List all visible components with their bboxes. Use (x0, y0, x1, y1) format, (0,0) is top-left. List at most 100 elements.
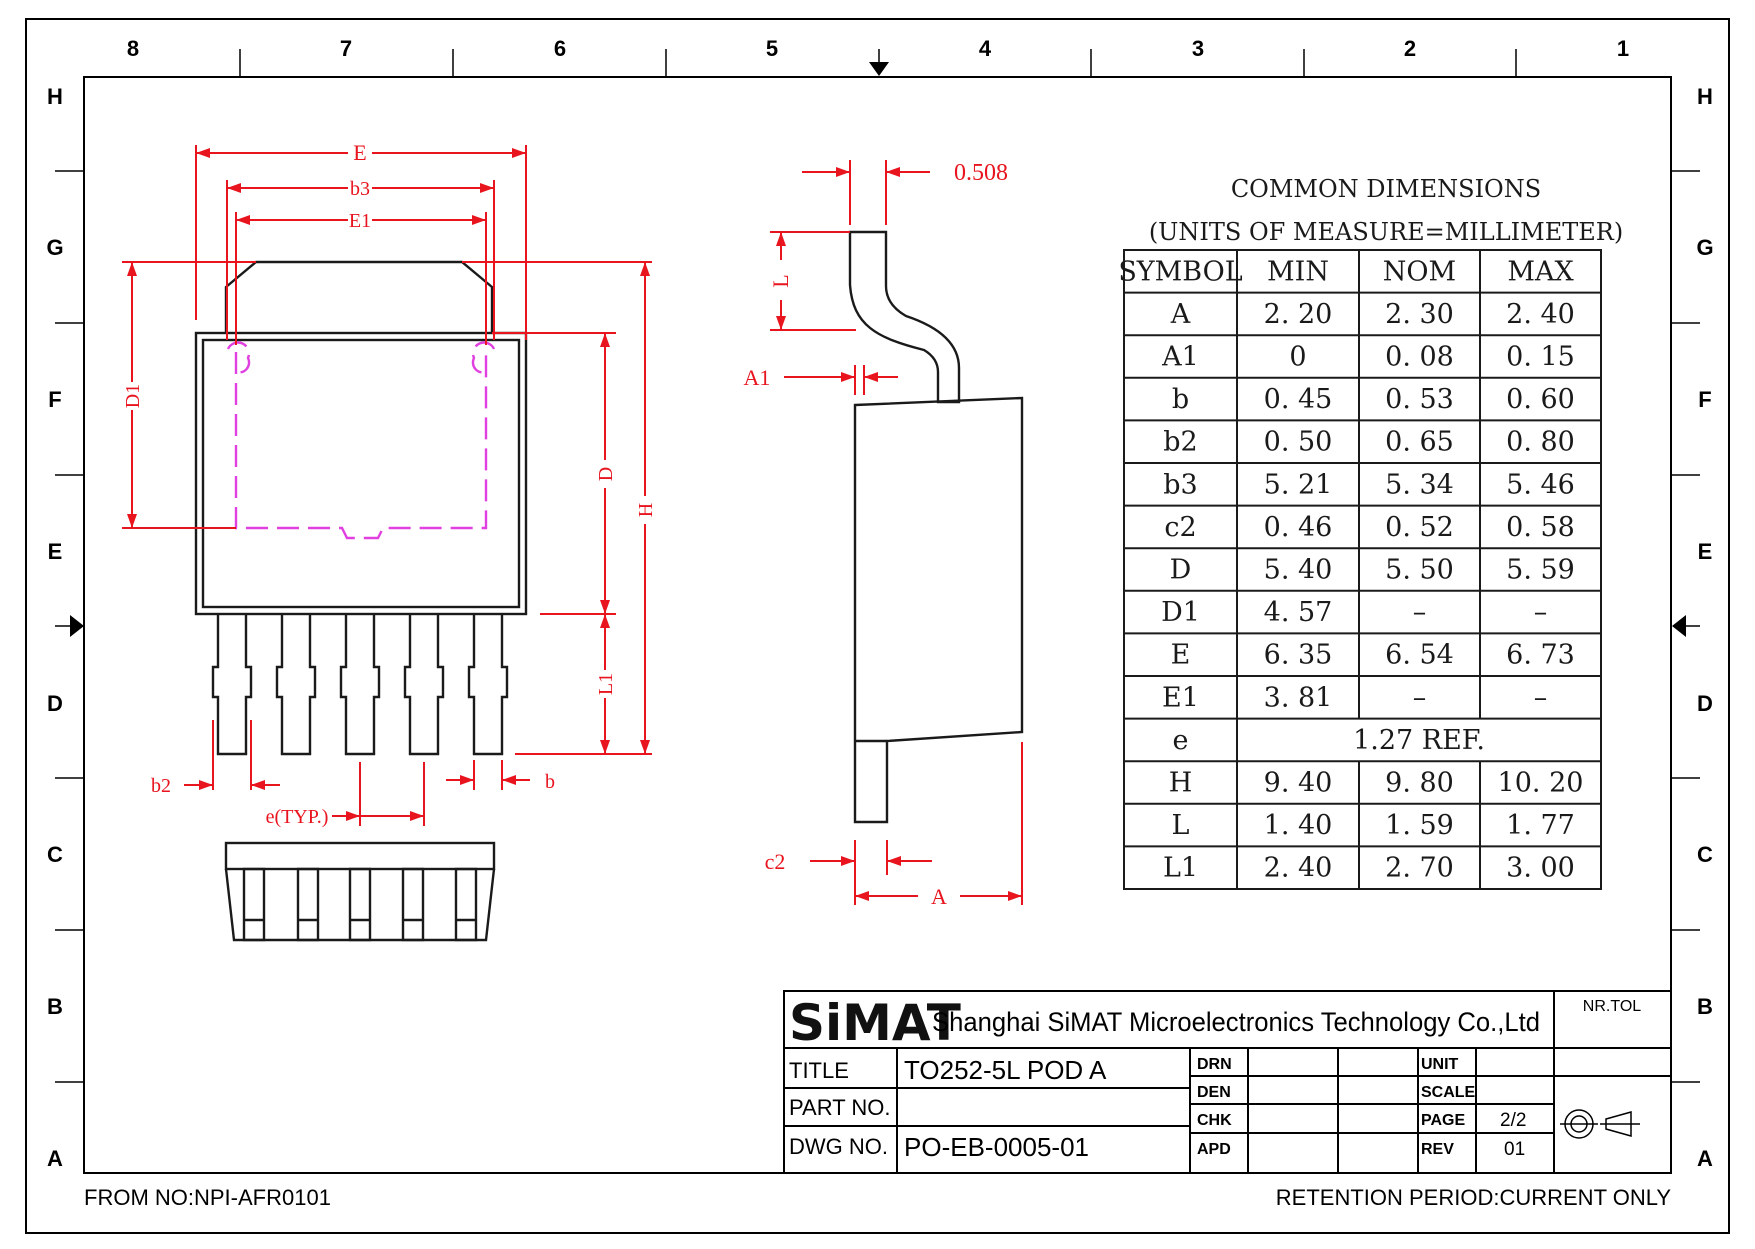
table-cell: 0. 46 (1264, 512, 1333, 543)
logo: SiMAT (789, 994, 961, 1052)
table-cell: 6. 35 (1264, 640, 1333, 671)
table-cell: – (1534, 682, 1548, 713)
table-cell: 0. 53 (1385, 384, 1454, 415)
table-cell: e (1173, 725, 1189, 756)
dim-label-A: A (931, 884, 947, 909)
table-cell: 0 (1289, 342, 1306, 373)
table-cell: 2. 20 (1264, 299, 1333, 330)
table-cell: b2 (1163, 427, 1197, 458)
dim-label-E1: E1 (349, 210, 371, 232)
row-label: B (1697, 994, 1713, 1019)
table-cell: L (1172, 810, 1190, 841)
table-cell: 0. 08 (1385, 342, 1454, 373)
table-cell: 1.27 REF. (1353, 725, 1485, 756)
table-cell: 5. 40 (1264, 555, 1333, 586)
apd-label: APD (1197, 1141, 1231, 1158)
dim-label-c2: c2 (765, 849, 786, 874)
unit-label: UNIT (1421, 1056, 1459, 1073)
table-cell: 1. 77 (1506, 810, 1575, 841)
table-header-cell: MIN (1267, 256, 1329, 287)
table-cell: 0. 15 (1506, 342, 1575, 373)
col-label: 7 (340, 36, 352, 61)
row-label: D (1697, 691, 1713, 716)
table-cell: 0. 60 (1506, 384, 1575, 415)
dim-label-0508: 0.508 (954, 160, 1008, 186)
table-cell: – (1534, 597, 1548, 628)
den-label: DEN (1197, 1084, 1231, 1101)
company-name: Shanghai SiMAT Microelectronics Technolo… (932, 1007, 1540, 1037)
table-cell: 2. 30 (1385, 299, 1454, 330)
table-cell: 2. 70 (1385, 853, 1454, 884)
row-label: A (47, 1146, 63, 1171)
col-label: 4 (979, 36, 992, 61)
row-label: C (1697, 842, 1713, 867)
table-cell: E (1171, 640, 1191, 671)
nr-tol-label: NR.TOL (1583, 998, 1641, 1015)
top-view: E b3 E1 D1 D H L1 b2 b e(TYP.) (122, 140, 657, 942)
col-label: 8 (127, 36, 139, 61)
dim-label-E: E (353, 140, 366, 165)
chk-label: CHK (1197, 1112, 1232, 1129)
title-value: TO252-5L POD A (904, 1055, 1107, 1085)
page-value: 2/2 (1500, 1110, 1526, 1131)
table-cell: A1 (1161, 342, 1199, 373)
row-label: H (1697, 84, 1713, 109)
table-cell: c2 (1164, 512, 1196, 543)
projection-symbol-icon (1560, 1109, 1640, 1139)
row-label: D (47, 691, 63, 716)
row-label: H (47, 84, 63, 109)
part-label: PART NO. (789, 1095, 890, 1120)
table-cell: A (1170, 299, 1191, 330)
row-label: G (46, 235, 63, 260)
table-cell: 1. 59 (1385, 810, 1454, 841)
table-cell: H (1169, 768, 1193, 799)
table-subtitle: (UNITS OF MEASURE=MILLIMETER) (1149, 218, 1623, 246)
dim-label-b3: b3 (350, 178, 370, 200)
table-cell: 4. 57 (1264, 597, 1333, 628)
table-cell: D (1170, 555, 1192, 586)
col-label: 1 (1617, 36, 1629, 61)
table-cell: b3 (1163, 469, 1197, 500)
table-cell: 5. 59 (1506, 555, 1575, 586)
table-cell: 5. 34 (1385, 469, 1454, 500)
table-cell: D1 (1161, 597, 1200, 628)
table-cell: 5. 50 (1385, 555, 1454, 586)
col-label: 2 (1404, 36, 1416, 61)
row-label: F (1698, 387, 1711, 412)
table-cell: – (1413, 682, 1427, 713)
rev-label: REV (1421, 1141, 1454, 1158)
side-view: 0.508 L A1 c2 A (744, 160, 1024, 909)
table-cell: 6. 73 (1506, 640, 1575, 671)
scale-label: SCALE (1421, 1084, 1476, 1101)
table-cell: 0. 50 (1264, 427, 1333, 458)
table-header-cell: MAX (1507, 256, 1574, 287)
dim-label-H: H (635, 503, 657, 517)
row-label: B (47, 994, 63, 1019)
table-cell: b (1172, 384, 1189, 415)
dim-label-D: D (595, 467, 617, 481)
table-cell: 1. 40 (1264, 810, 1333, 841)
table-cell: E1 (1162, 682, 1199, 713)
row-label: E (1698, 539, 1713, 564)
title-block: SiMAT Shanghai SiMAT Microelectronics Te… (783, 990, 1672, 1174)
footer-retention: RETENTION PERIOD:CURRENT ONLY (1276, 1185, 1672, 1210)
logo-text: SiMAT (789, 994, 961, 1052)
col-label: 3 (1192, 36, 1204, 61)
table-title: COMMON DIMENSIONS (1231, 175, 1541, 203)
title-label: TITLE (789, 1058, 849, 1083)
table-cell: L1 (1163, 853, 1198, 884)
row-labels-right: H G F E D C B A (1696, 84, 1713, 1171)
dim-label-D1: D1 (122, 384, 144, 408)
dim-label-A1: A1 (744, 365, 771, 390)
table-cell: 0. 58 (1506, 512, 1575, 543)
row-label: E (48, 539, 63, 564)
dim-label-L1: L1 (595, 673, 617, 695)
column-labels: 8 7 6 5 4 3 2 1 (127, 36, 1629, 61)
col-label: 5 (766, 36, 778, 61)
table-cell: 3. 00 (1506, 853, 1575, 884)
table-cell: 10. 20 (1498, 768, 1584, 799)
dim-label-b: b (545, 771, 555, 793)
col-label: 6 (554, 36, 566, 61)
row-label: C (47, 842, 63, 867)
